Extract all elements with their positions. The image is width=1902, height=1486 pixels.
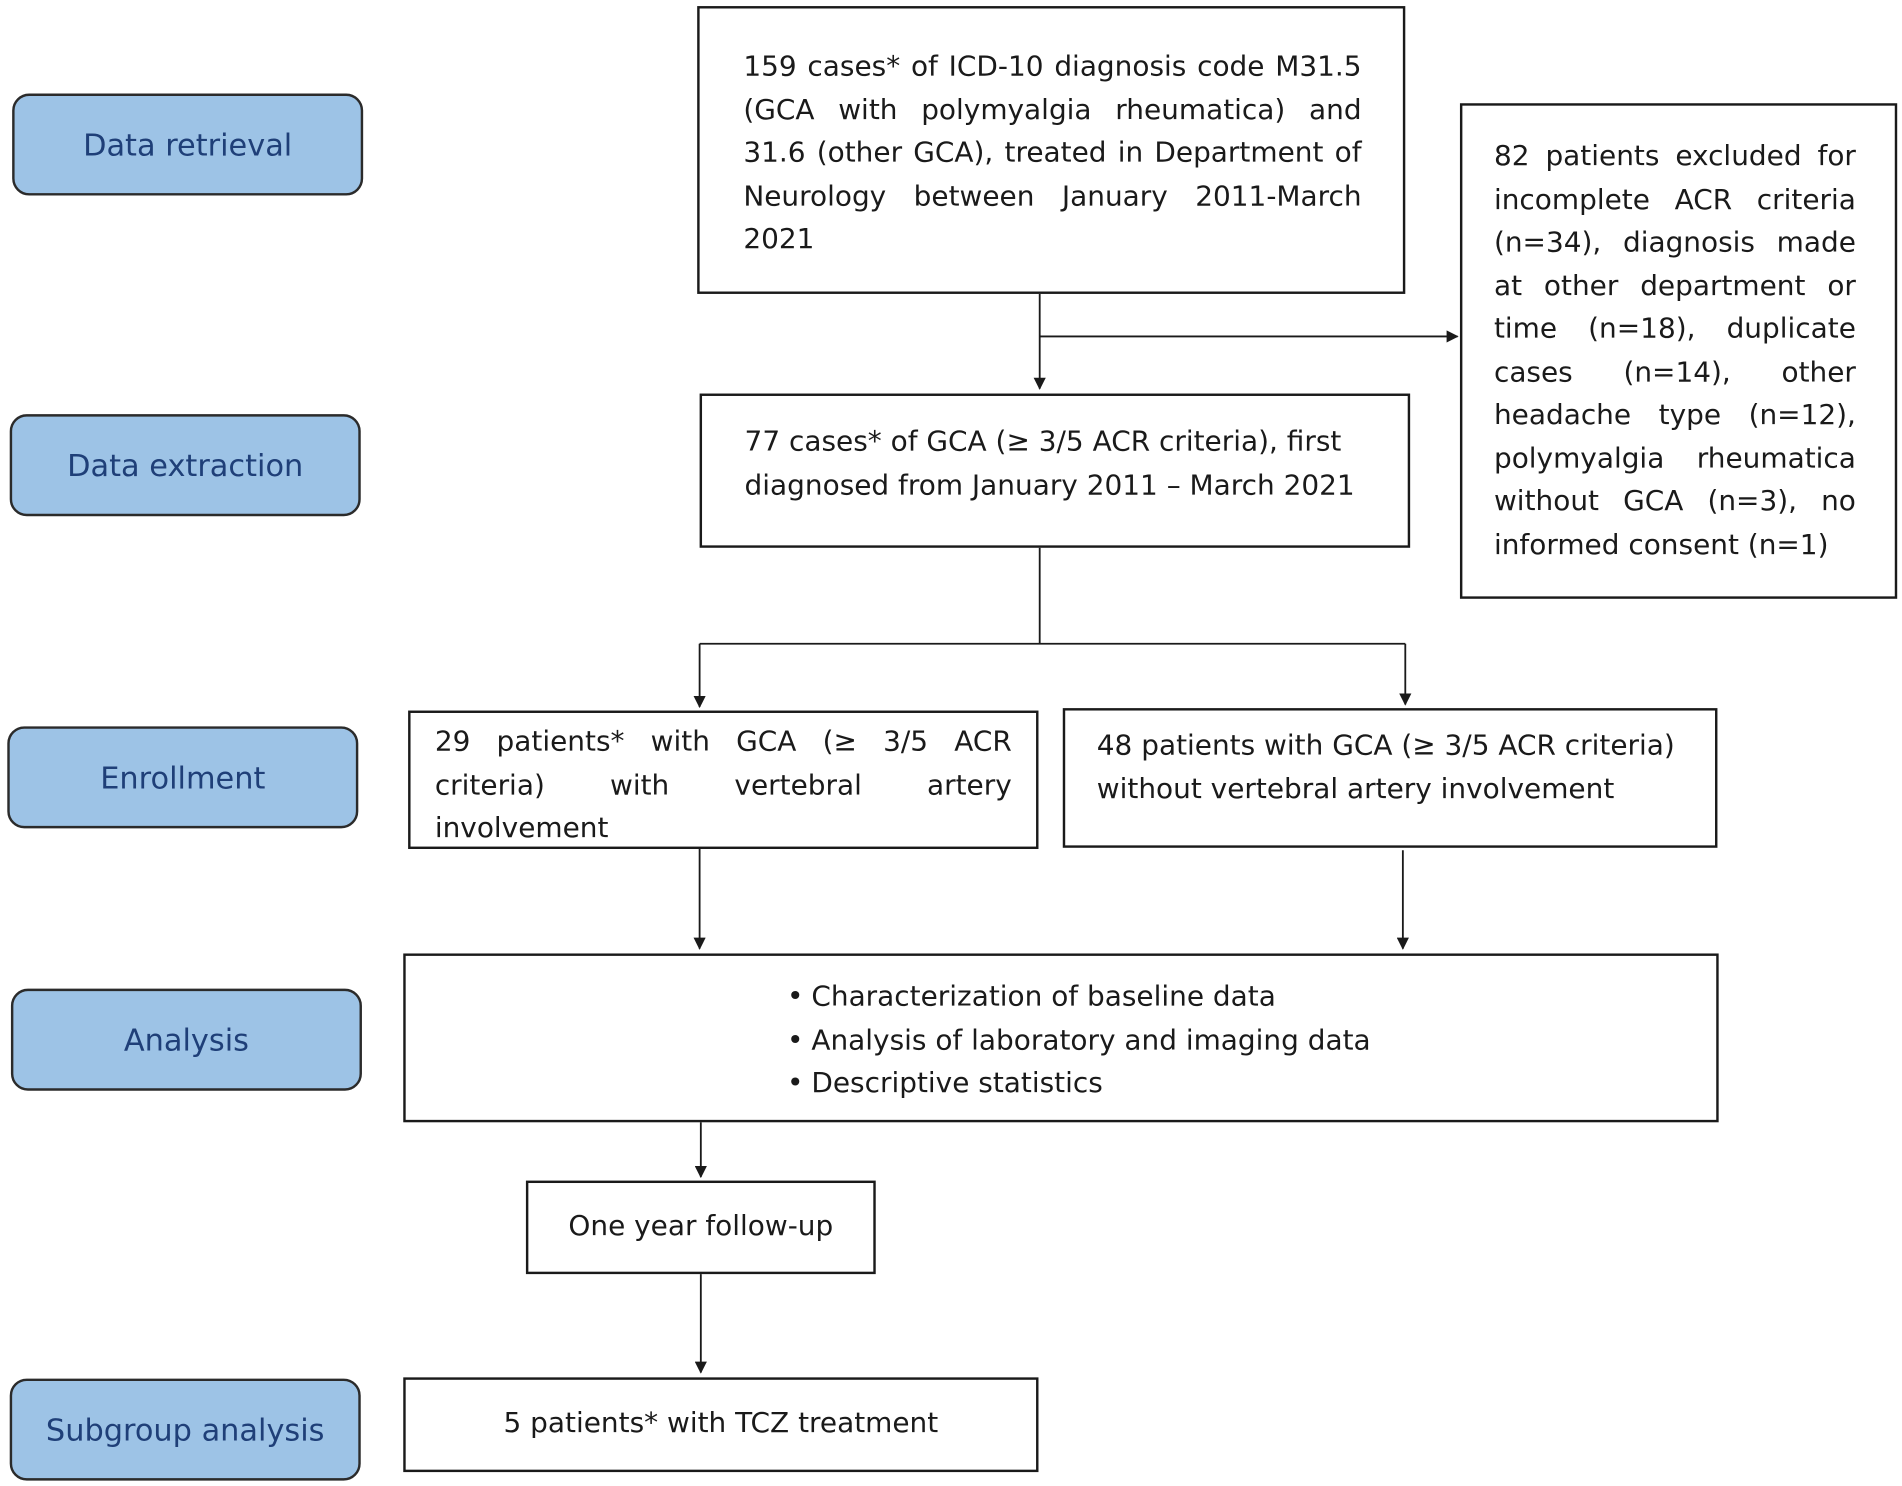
box-tcz-treatment: 5 patients* with TCZ treatment bbox=[403, 1377, 1039, 1473]
phase-data-extraction: Data extraction bbox=[9, 414, 361, 517]
box-analysis: Characterization of baseline data Analys… bbox=[403, 953, 1719, 1123]
analysis-item: Analysis of laboratory and imaging data bbox=[787, 1020, 1716, 1063]
analysis-item: Characterization of baseline data bbox=[787, 977, 1716, 1020]
analysis-list: Characterization of baseline data Analys… bbox=[787, 977, 1716, 1106]
phase-data-retrieval: Data retrieval bbox=[12, 93, 364, 196]
analysis-item: Descriptive statistics bbox=[787, 1063, 1716, 1106]
box-one-year-follow-up: One year follow-up bbox=[525, 1180, 876, 1275]
box-without-vertebral-involvement: 48 patients with GCA (≥ 3/5 ACR criteria… bbox=[1062, 708, 1718, 848]
phase-subgroup-analysis: Subgroup analysis bbox=[9, 1378, 361, 1481]
phase-analysis: Analysis bbox=[10, 988, 362, 1091]
box-initial-cases: 159 cases* of ICD-10 diagnosis code M31.… bbox=[697, 6, 1406, 294]
box-with-vertebral-involvement: 29 patients* with GCA (≥ 3/5 ACR criteri… bbox=[408, 710, 1039, 850]
box-excluded-patients: 82 patients excluded for incomplete ACR … bbox=[1459, 103, 1898, 599]
box-extracted-cases: 77 cases* of GCA (≥ 3/5 ACR criteria), f… bbox=[699, 393, 1411, 548]
phase-enrollment: Enrollment bbox=[7, 726, 359, 829]
